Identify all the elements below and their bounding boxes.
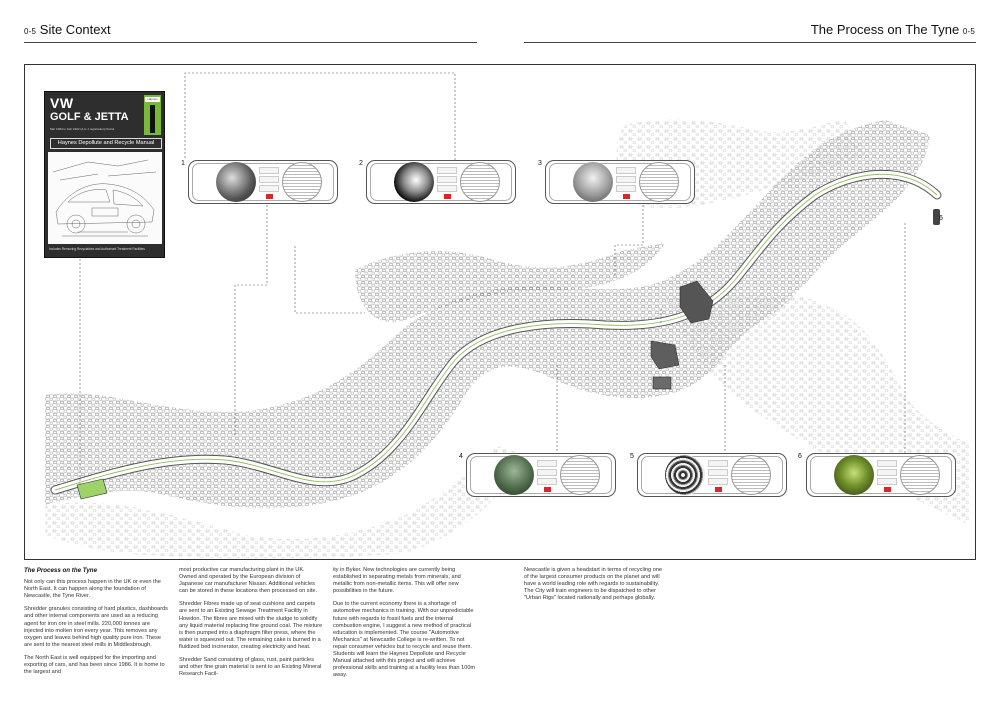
header-rule-left — [24, 42, 477, 43]
stage-5-number: 5 — [630, 453, 634, 460]
article-paragraph: Shredder granules consisting of hard pla… — [24, 606, 168, 648]
stage-2-panel — [366, 160, 516, 204]
header-rule-right — [524, 42, 976, 43]
article-paragraph: ity in Byker. New technologies are curre… — [333, 567, 461, 595]
page-title-right: The Process on The Tyne — [810, 22, 960, 37]
stage-4-number: 4 — [459, 453, 463, 460]
car-sketch — [48, 152, 162, 244]
manual-series: Haynes Depollute and Recycle Manual — [50, 138, 162, 149]
article-paragraph: The North East is well equipped for the … — [24, 654, 165, 676]
stage-3-number: 3 — [538, 160, 542, 167]
page-title-left: Site Context — [39, 22, 111, 37]
stage-6-photo — [834, 455, 874, 495]
stage-1-number: 1 — [181, 160, 185, 167]
stage-5-text-disc — [731, 455, 771, 495]
stage-4-frame — [470, 456, 612, 494]
article-paragraph: Not only can this process happen in the … — [24, 579, 161, 600]
stage-4-panel — [466, 453, 616, 497]
stage-3-panel — [545, 160, 695, 204]
stage-1-tags — [259, 167, 279, 199]
header-left: 0-5 Site Context — [24, 22, 111, 37]
stage-5-warning-icon — [714, 487, 722, 492]
stage-6-panel — [806, 453, 956, 497]
stage-1-warning-icon — [265, 194, 273, 199]
stage-4-text-disc — [560, 455, 600, 495]
site-plots — [76, 209, 940, 500]
header-right: The Process on The Tyne 0-5 — [811, 22, 975, 37]
stage-6-warning-icon — [883, 487, 891, 492]
stage-3-warning-icon — [622, 194, 630, 199]
article-column-4: Newcastle is given a headstart in terms … — [524, 567, 668, 608]
stage-1-panel — [188, 160, 338, 204]
stage-1-frame — [192, 163, 334, 201]
stage-2-frame — [370, 163, 512, 201]
stage-4-tags — [537, 460, 557, 492]
article-column-1: The Process on the Tyne Not only can thi… — [24, 567, 168, 682]
manual-brand: VW — [50, 95, 74, 111]
stage-5-frame — [641, 456, 783, 494]
article-column-3: ity in Byker. New technologies are curre… — [333, 567, 477, 685]
stage-2-text-disc — [460, 162, 500, 202]
article-paragraph: Newcastle is given a headstart in terms … — [524, 567, 663, 602]
stage-5-panel — [637, 453, 787, 497]
map-marker-label: 6 — [939, 215, 943, 222]
stage-6-text-disc — [900, 455, 940, 495]
stage-2-tags — [437, 167, 457, 199]
haynes-logo-text: Haynes — [145, 97, 160, 102]
article-column-2: most productive car manufacturing plant … — [179, 567, 323, 684]
stage-6-tags — [877, 460, 897, 492]
page-number-left: 0-5 — [24, 27, 37, 36]
stage-3-frame — [549, 163, 691, 201]
river-tyne — [50, 169, 942, 495]
stage-1-text-disc — [282, 162, 322, 202]
article-paragraph: Shredder Fibres made up of seat cushions… — [179, 601, 323, 650]
stage-5-tags — [708, 460, 728, 492]
article-paragraph: Shredder Sand consisting of glass, rust,… — [179, 657, 322, 678]
stage-2-number: 2 — [359, 160, 363, 167]
leader-lines — [79, 72, 906, 485]
article-paragraph: Due to the current economy there is a sh… — [333, 601, 476, 679]
stage-3-tags — [616, 167, 636, 199]
article-paragraph: most productive car manufacturing plant … — [179, 567, 318, 595]
stage-2-photo — [394, 162, 434, 202]
stage-5-photo — [665, 455, 705, 495]
stage-6-frame — [810, 456, 952, 494]
manual-title: GOLF & JETTA — [50, 111, 129, 123]
stage-2-warning-icon — [443, 194, 451, 199]
stage-4-photo — [494, 455, 534, 495]
stage-3-text-disc — [639, 162, 679, 202]
haynes-logo-mark — [150, 105, 155, 133]
stage-1-photo — [216, 162, 256, 202]
haynes-manual-cover: VW GOLF & JETTA Mar 1984 to Feb 1992 (A … — [44, 91, 165, 258]
manual-footer: Includes Removing Recyclables and Author… — [49, 247, 145, 251]
stage-6-number: 6 — [798, 453, 802, 460]
haynes-logo: Haynes — [144, 95, 161, 135]
page-number-right: 0-5 — [962, 27, 975, 36]
article-heading: The Process on the Tyne — [24, 567, 98, 574]
manual-subtitle: Mar 1984 to Feb 1992 (A to J registratio… — [50, 127, 115, 131]
stage-3-photo — [573, 162, 613, 202]
stage-4-warning-icon — [543, 487, 551, 492]
